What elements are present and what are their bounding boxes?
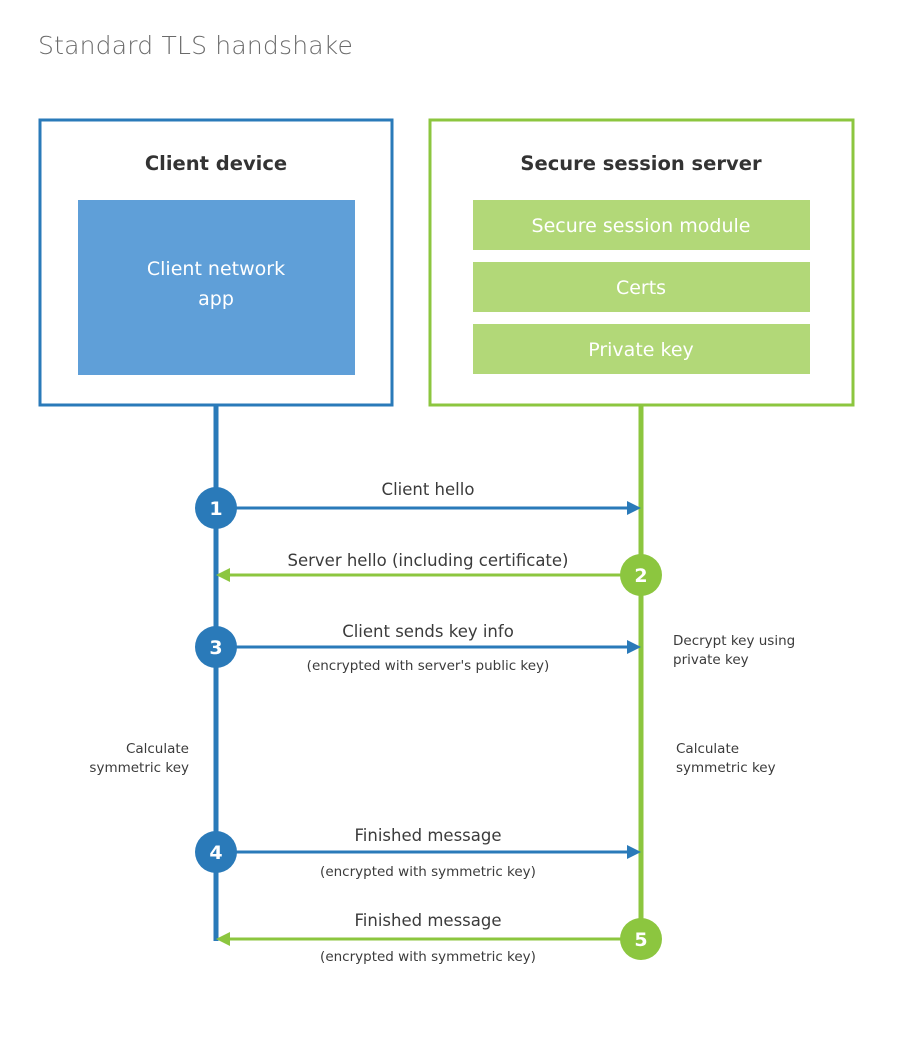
note-calc-server-line2: symmetric key — [676, 760, 776, 776]
server-module-label-1: Certs — [616, 277, 666, 299]
note-decrypt-key-line2: private key — [673, 652, 749, 668]
step-3-marker — [195, 626, 237, 668]
step-2-marker — [620, 554, 662, 596]
client-device-panel: Client device Client network app — [38, 118, 394, 407]
step-5-group: Finished message (encrypted with symmetr… — [216, 911, 662, 965]
server-module-box-1 — [473, 262, 810, 312]
client-network-app-label-line2: app — [198, 288, 234, 310]
note-decrypt-key: Decrypt key using private key — [673, 633, 795, 668]
step-3-number: 3 — [209, 637, 222, 659]
step-4-sublabel: (encrypted with symmetric key) — [320, 864, 536, 880]
step-3-group: Client sends key info (encrypted with se… — [195, 622, 641, 674]
step-5-number: 5 — [634, 929, 647, 951]
step-1-arrowhead-icon — [627, 501, 641, 515]
step-2-label: Server hello (including certificate) — [288, 551, 569, 570]
note-calc-client-line1: Calculate — [126, 741, 189, 757]
step-5-sublabel: (encrypted with symmetric key) — [320, 949, 536, 965]
step-4-arrowhead-icon — [627, 845, 641, 859]
note-calc-client-line2: symmetric key — [89, 760, 189, 776]
client-device-title: Client device — [145, 152, 287, 175]
step-5-label: Finished message — [355, 911, 502, 930]
step-5-arrowhead-icon — [216, 932, 230, 946]
step-2-group: Server hello (including certificate) 2 — [216, 551, 662, 596]
secure-session-server-title: Secure session server — [520, 152, 762, 175]
step-4-group: Finished message (encrypted with symmetr… — [195, 826, 641, 880]
step-2-number: 2 — [634, 565, 647, 587]
note-calculate-symmetric-key-server: Calculate symmetric key — [676, 741, 776, 776]
step-3-arrowhead-icon — [627, 640, 641, 654]
server-module-box-2 — [473, 324, 810, 374]
step-4-number: 4 — [209, 842, 222, 864]
step-1-group: Client hello 1 — [195, 480, 641, 529]
step-1-marker — [195, 487, 237, 529]
step-2-arrowhead-icon — [216, 568, 230, 582]
page-title: Standard TLS handshake — [38, 31, 353, 60]
note-decrypt-key-line1: Decrypt key using — [673, 633, 795, 649]
step-5-marker — [620, 918, 662, 960]
server-module-box-0 — [473, 200, 810, 250]
step-3-label: Client sends key info — [342, 622, 514, 641]
step-4-label: Finished message — [355, 826, 502, 845]
note-calc-server-line1: Calculate — [676, 741, 739, 757]
server-module-label-2: Private key — [588, 339, 694, 361]
client-network-app-label-line1: Client network — [147, 258, 285, 280]
step-1-label: Client hello — [382, 480, 475, 499]
step-3-sublabel: (encrypted with server's public key) — [307, 658, 550, 674]
step-1-number: 1 — [209, 498, 222, 520]
client-network-app-box — [78, 200, 355, 375]
secure-session-server-panel: Secure session server Secure session mod… — [428, 118, 855, 407]
note-calculate-symmetric-key-client: Calculate symmetric key — [89, 741, 189, 776]
server-module-label-0: Secure session module — [532, 215, 751, 237]
step-4-marker — [195, 831, 237, 873]
